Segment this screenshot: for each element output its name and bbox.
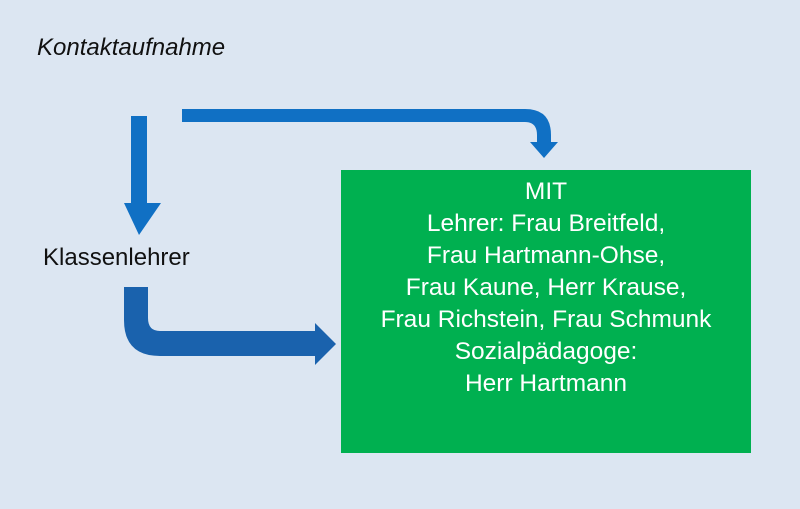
box-line: Lehrer: Frau Breitfeld,	[426, 210, 666, 237]
diagram-title: Kontaktaufnahme	[37, 34, 226, 61]
box-line: Frau Richstein, Frau Schmunk	[380, 306, 712, 333]
box-line: MIT	[524, 178, 568, 205]
box-line: Sozialpädagoge:	[454, 338, 638, 365]
box-line: Frau Hartmann-Ohse,	[426, 242, 666, 269]
arrow-top-to-box	[182, 109, 558, 158]
arrow-down-to-klassenlehrer	[124, 116, 161, 235]
node-klassenlehrer: Klassenlehrer	[43, 244, 190, 271]
mit-team-box: MIT Lehrer: Frau Breitfeld, Frau Hartman…	[341, 170, 751, 453]
arrow-klassenlehrer-to-box	[124, 287, 336, 365]
box-line: Frau Kaune, Herr Krause,	[405, 274, 687, 301]
box-line: Herr Hartmann	[464, 370, 627, 397]
